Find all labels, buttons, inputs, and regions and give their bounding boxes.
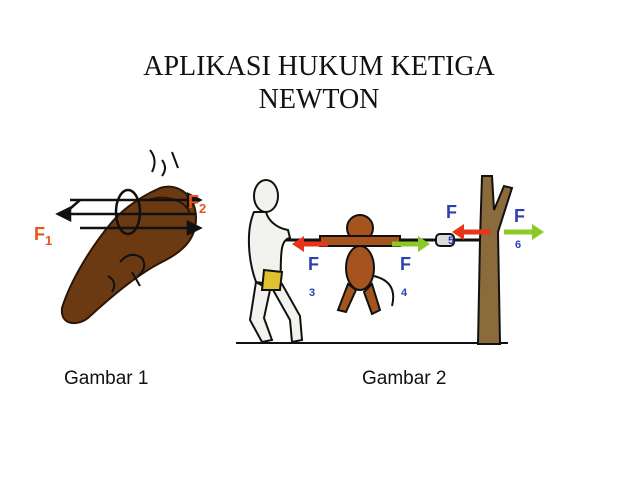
- force-arrows-figure-1: [55, 191, 203, 237]
- slide-title: APLIKASI HUKUM KETIGA NEWTON: [0, 50, 638, 116]
- label-f2: F2: [188, 192, 206, 216]
- title-line-1: APLIKASI HUKUM KETIGA: [143, 51, 495, 82]
- label-f5-sub: 5: [448, 235, 454, 247]
- label-f5-main: F: [446, 202, 457, 222]
- caption-figure-2: Gambar 2: [362, 368, 447, 389]
- tree-drawing: [476, 175, 514, 345]
- man-drawing: [247, 179, 304, 344]
- label-f1: F1: [34, 224, 52, 248]
- label-f3-sub: 3: [309, 287, 315, 299]
- label-f3-main: F: [308, 254, 319, 274]
- monkey-drawing: [319, 214, 401, 316]
- label-f4-sub: 4: [401, 287, 408, 299]
- rope-hook: [435, 233, 455, 247]
- label-f4-main: F: [400, 254, 411, 274]
- title-line-2: NEWTON: [258, 84, 380, 115]
- caption-figure-1: Gambar 1: [64, 368, 149, 389]
- ball-drawing: [114, 188, 142, 236]
- label-f6-sub: 6: [515, 239, 521, 251]
- label-f6-main: F: [514, 206, 525, 226]
- force-arrows-figure-2: [292, 224, 544, 252]
